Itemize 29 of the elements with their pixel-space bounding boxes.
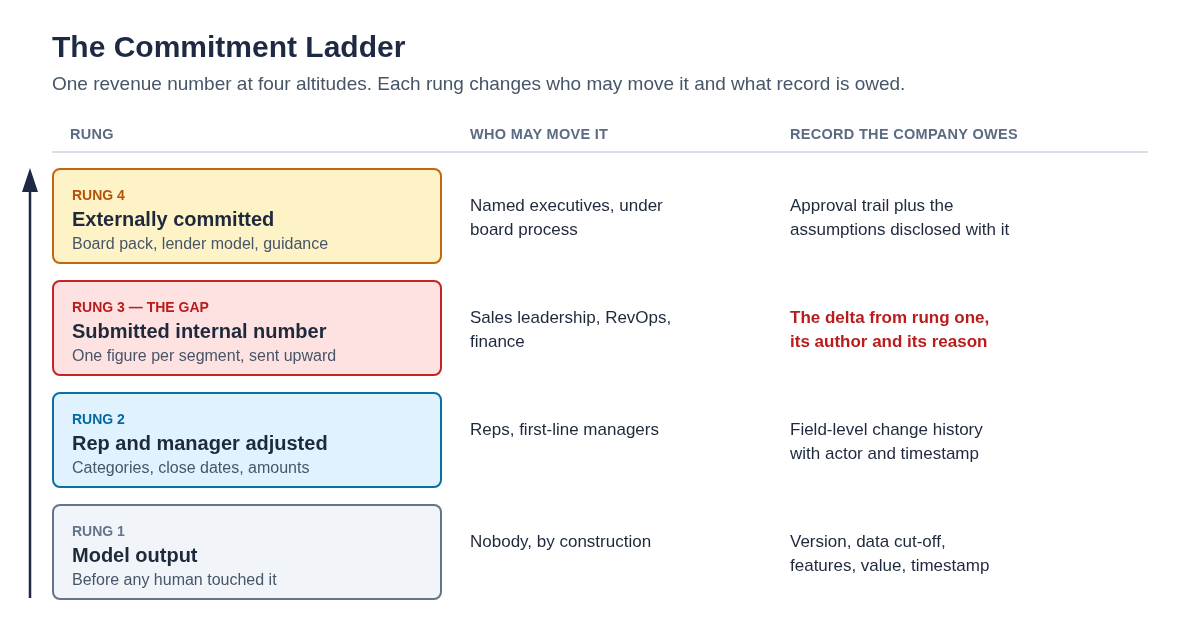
rung-card [52, 280, 442, 376]
rung-title: Rep and manager adjusted [72, 431, 329, 455]
rung-card [52, 392, 442, 488]
column-header: RECORD THE COMPANY OWES [790, 125, 1018, 143]
record-text: Version, data cut-off, features, value, timestamp [790, 531, 991, 577]
rung-label: RUNG 4 [72, 187, 126, 203]
diagram-title: The Commitment Ladder [52, 30, 406, 64]
rung-description: One figure per segment, sent upward [72, 346, 338, 366]
rung-title: Model output [72, 543, 199, 567]
rung-label: RUNG 2 [72, 411, 126, 427]
column-header: RUNG [70, 125, 114, 143]
record-text: Field-level change history with actor and timestamp [790, 419, 984, 465]
rung-label: RUNG 1 [72, 523, 126, 539]
rung-description: Categories, close dates, amounts [72, 458, 311, 478]
rung-label: RUNG 3 — THE GAP [72, 299, 210, 315]
rung-title: Externally committed [72, 207, 276, 231]
mover-text: Reps, first-line managers [470, 419, 660, 441]
rung-description: Before any human touched it [72, 570, 278, 590]
mover-text: Nobody, by construction [470, 531, 653, 553]
rung-card [52, 504, 442, 600]
mover-text: Named executives, under board process [470, 195, 664, 241]
record-text: Approval trail plus the assumptions disclosed with it [790, 195, 1011, 241]
column-header: WHO MAY MOVE IT [470, 125, 609, 143]
rung-title: Submitted internal number [72, 319, 328, 343]
rung-description: Board pack, lender model, guidance [72, 234, 330, 254]
subtitle: One revenue number at four altitudes. Each rung changes who may move it and what record is owed. [52, 72, 906, 96]
mover-text: Sales leadership, RevOps, finance [470, 307, 673, 353]
record-text: The delta from rung one, its author and its reason [790, 307, 991, 353]
rung-card [52, 168, 442, 264]
